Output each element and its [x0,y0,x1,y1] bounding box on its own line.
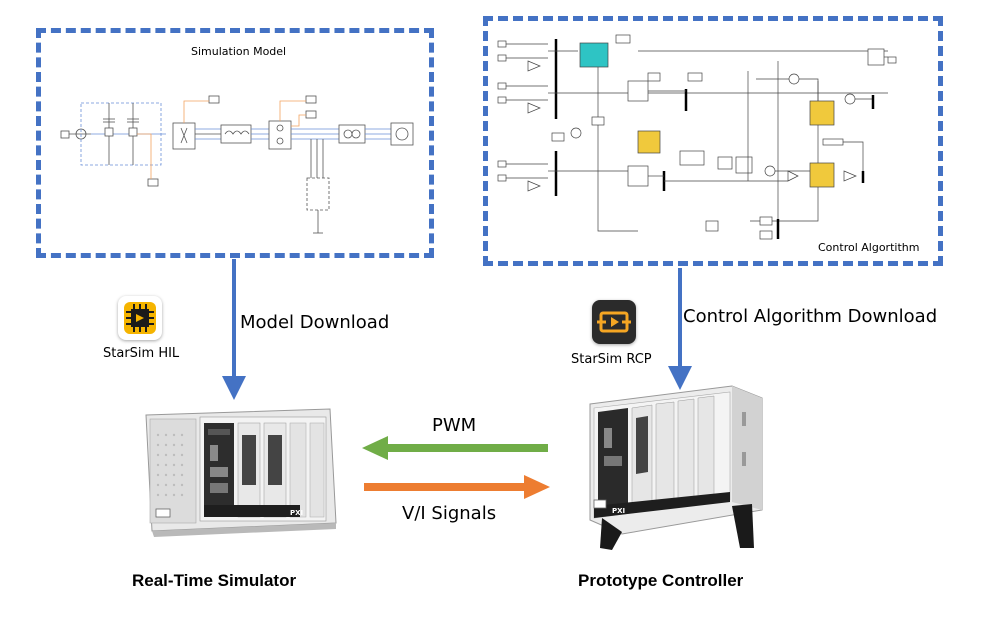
vi-signals-label: V/I Signals [402,503,497,524]
pwm-label: PWM [432,415,477,436]
control-block-diagram [497,34,897,240]
vi-signals-arrow [364,475,550,499]
controller-badge: PXI [612,507,625,515]
simulation-model-title: Simulation Model [191,45,287,58]
starsim-hil-label: StarSim HIL [103,346,180,361]
simulation-model-panel: Simulation Model [36,28,434,258]
prototype-controller-device: PXI [582,382,777,554]
signal-flow-icon [592,300,636,344]
real-time-simulator-caption: Real-Time Simulator [132,571,297,590]
starsim-rcp-label: StarSim RCP [571,352,652,367]
control-algorithm-title: Control Algortithm [818,241,920,254]
chip-icon [118,296,162,340]
real-time-simulator-device: PXI [140,405,340,537]
prototype-controller-caption: Prototype Controller [578,571,744,590]
control-algorithm-panel: Control Algortithm [483,16,943,266]
simulator-badge: PXI [290,509,303,517]
model-download-label: Model Download [240,312,390,333]
pwm-arrow [362,436,548,460]
simulation-circuit-diagram [60,95,414,234]
control-download-label: Control Algorithm Download [683,306,938,327]
